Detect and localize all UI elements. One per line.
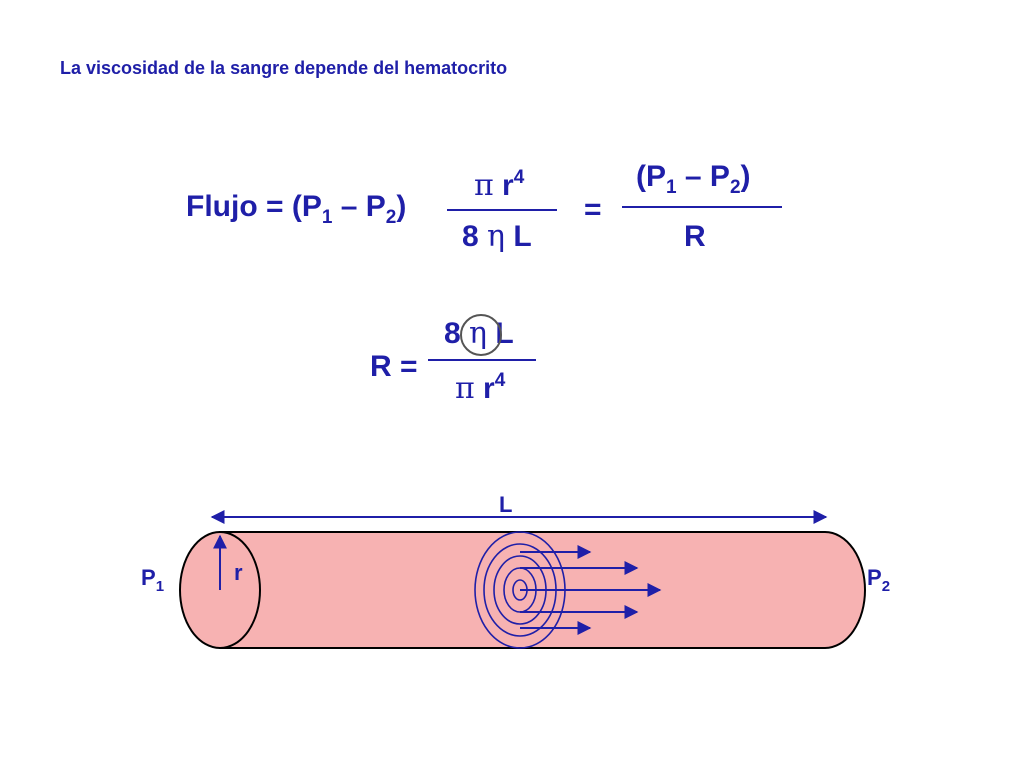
- length-text: L: [505, 220, 532, 253]
- close-paren: ): [396, 190, 407, 223]
- resistance-lhs: R =: [370, 350, 418, 383]
- rhs-minus-p: – P: [676, 160, 730, 193]
- length-label: L: [499, 492, 512, 517]
- p1-subscript: 1: [321, 207, 333, 228]
- pressure-2-label: P2: [867, 565, 890, 595]
- fraction1-denominator: 8 η L: [462, 219, 532, 254]
- eta-highlight-circle: [460, 314, 502, 356]
- fraction2-denominator: R: [684, 220, 706, 253]
- equals-sign: =: [584, 193, 602, 226]
- r-r-text: r: [474, 372, 495, 405]
- pressure-1-label: P1: [141, 565, 164, 595]
- fraction2-bar: [622, 206, 782, 208]
- fraction1-numerator: π r4: [474, 167, 525, 203]
- fraction1-bar: [447, 209, 557, 211]
- resistance-denominator: π r4: [455, 370, 506, 406]
- pi-symbol: π: [474, 168, 494, 203]
- flow-lhs-text: Flujo = (P: [186, 190, 322, 223]
- fraction2-numerator: (P1 – P2): [636, 160, 751, 198]
- minus-p-text: – P: [332, 190, 386, 223]
- eight-text: 8: [462, 220, 488, 253]
- flow-equation-lhs: Flujo = (P1 – P2): [186, 190, 407, 228]
- p2-subscript: 2: [385, 207, 397, 228]
- radius-label: r: [234, 560, 243, 585]
- r-eight-text: 8: [444, 317, 470, 350]
- eta-symbol: η: [487, 219, 506, 254]
- slide-title: La viscosidad de la sangre depende del h…: [60, 58, 508, 78]
- r-text: r: [493, 169, 514, 202]
- rhs-close-paren: ): [740, 160, 751, 193]
- r-exponent-4: 4: [494, 370, 506, 391]
- resistance-fraction-bar: [428, 359, 536, 361]
- rhs-open-p: (P: [636, 160, 666, 193]
- velocity-arrows: [520, 545, 662, 635]
- r-pi-symbol: π: [455, 371, 475, 406]
- rhs-p2-subscript: 2: [729, 177, 741, 198]
- rhs-p1-subscript: 1: [666, 177, 677, 198]
- exponent-4: 4: [513, 167, 525, 188]
